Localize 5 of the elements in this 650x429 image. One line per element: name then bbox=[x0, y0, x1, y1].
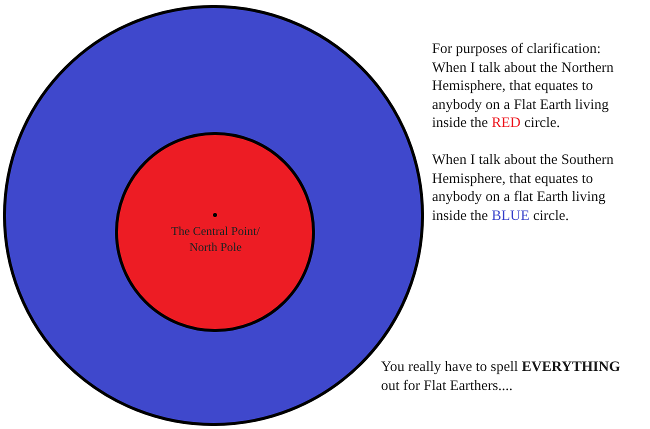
closing-remark: You really have to spell EVERYTHING out for Flat Earthers.... bbox=[381, 358, 622, 395]
note-sentence: When I talk about the Southern Hemisphere, that equates to anybody on a flat Earth living inside the BLUE circle. bbox=[432, 151, 615, 225]
node-label: The Central Point/ North Pole bbox=[170, 223, 261, 255]
note-sentence: When I talk about the Northern Hemisphere, that equates to anybody on a Flat Earth living inside the RED circle. bbox=[432, 58, 615, 132]
note-heading: For purposes of clarification: bbox=[432, 40, 602, 58]
